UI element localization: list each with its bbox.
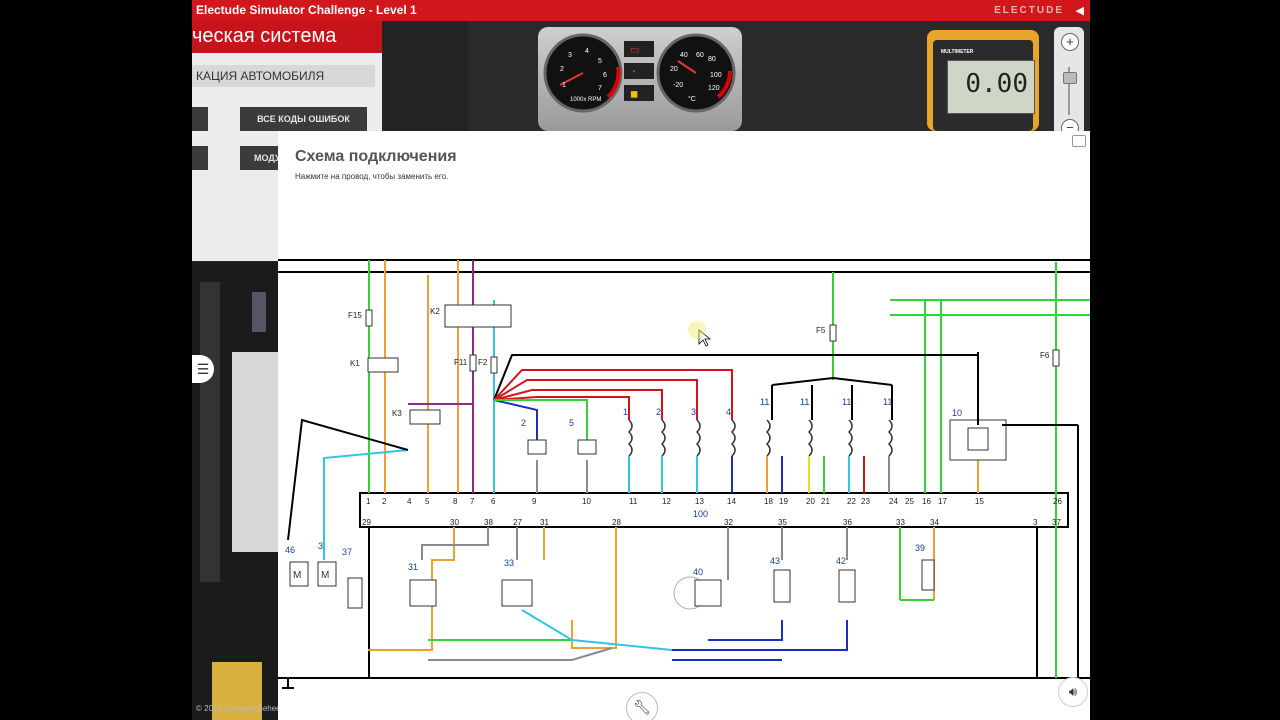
temp-tick: 80 bbox=[708, 56, 716, 63]
engine-warning-icon: ◼ bbox=[630, 89, 638, 100]
zoom-slider-thumb[interactable] bbox=[1063, 72, 1077, 84]
rpm-tick: 2 bbox=[560, 66, 564, 73]
temp-tick: 20 bbox=[670, 66, 678, 73]
temp-tick: 40 bbox=[680, 52, 688, 59]
zoom-in-button[interactable]: + bbox=[1061, 33, 1079, 51]
all-fault-codes-button[interactable]: ВСЕ КОДЫ ОШИБОК bbox=[240, 107, 367, 131]
rpm-tick: 1 bbox=[562, 82, 566, 89]
left-button-1[interactable] bbox=[192, 107, 208, 131]
simulator-app: Electude Simulator Challenge - Level 1 E… bbox=[192, 0, 1090, 720]
app-title: Electude Simulator Challenge - Level 1 bbox=[196, 3, 417, 17]
rpm-tick: 7 bbox=[598, 85, 602, 92]
multimeter-display: 0.00 bbox=[947, 60, 1035, 114]
vehicle-identification-bar[interactable]: КАЦИЯ АВТОМОБИЛЯ bbox=[192, 65, 375, 87]
zoom-control: + − bbox=[1054, 27, 1084, 145]
rpm-tick: 5 bbox=[598, 58, 602, 65]
wrench-icon[interactable]: 🔧︎ bbox=[626, 692, 658, 720]
temp-tick: 100 bbox=[710, 72, 722, 79]
rpm-label: 1000x RPM bbox=[570, 97, 601, 103]
engine-bay-photo bbox=[192, 262, 278, 720]
dialog-instruction: Нажмите на провод, чтобы заменить его. bbox=[295, 172, 449, 181]
gauges-svg: 1 2 3 4 5 6 7 1000x RPM ▭ ◔ ◼ -20 20 40 … bbox=[543, 33, 736, 113]
temp-tick: 120 bbox=[708, 85, 720, 92]
temp-tick: 60 bbox=[696, 52, 704, 59]
brand-logo: ELECTUDE bbox=[994, 5, 1064, 16]
dialog-title: Схема подключения bbox=[295, 148, 457, 165]
background-strip bbox=[382, 21, 468, 131]
title-bar: Electude Simulator Challenge - Level 1 E… bbox=[192, 0, 1090, 21]
wiring-diagram-dialog: Схема подключения Нажмите на провод, что… bbox=[278, 131, 1090, 720]
copyright-text: © 2023 Electude Beheer B.V. bbox=[196, 704, 300, 713]
speaker-icon[interactable]: 🔊︎ bbox=[1058, 677, 1088, 707]
battery-warning-icon: ▭ bbox=[630, 45, 639, 56]
rpm-tick: 4 bbox=[585, 48, 589, 55]
temp-tick: -20 bbox=[673, 82, 683, 89]
menu-icon[interactable]: ☰ bbox=[192, 355, 214, 383]
multimeter-value: 0.00 bbox=[965, 69, 1028, 99]
subsystem-title: ческая система bbox=[192, 21, 382, 53]
temp-label: °C bbox=[688, 95, 696, 103]
multimeter[interactable]: MULTIMETER 0.00 bbox=[927, 30, 1039, 131]
rpm-tick: 3 bbox=[568, 52, 572, 59]
multimeter-label: MULTIMETER bbox=[941, 49, 974, 55]
multimeter-body: MULTIMETER 0.00 bbox=[933, 40, 1035, 131]
oil-warning-icon: ◔ bbox=[630, 67, 636, 78]
chevron-left-icon[interactable]: ◀ bbox=[1075, 5, 1084, 17]
window-icon[interactable] bbox=[1072, 135, 1086, 147]
rpm-tick: 6 bbox=[603, 72, 607, 79]
left-button-2[interactable] bbox=[192, 146, 208, 170]
instrument-cluster: 1 2 3 4 5 6 7 1000x RPM ▭ ◔ ◼ -20 20 40 … bbox=[538, 27, 742, 131]
zoom-track[interactable] bbox=[1068, 67, 1070, 115]
